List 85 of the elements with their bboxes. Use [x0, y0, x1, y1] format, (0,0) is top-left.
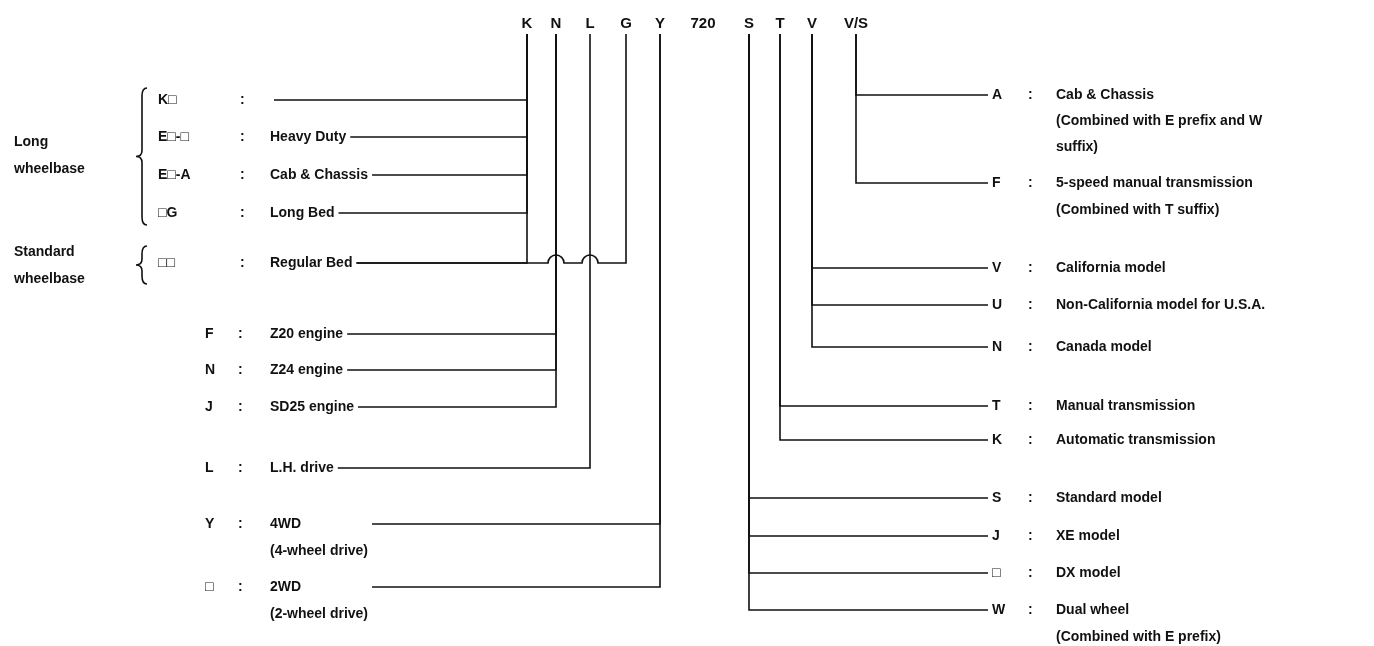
option-description: Z24 engine [270, 360, 344, 379]
colon: : [1028, 85, 1034, 104]
option-description: California model [1056, 258, 1166, 277]
option-code: Y [205, 514, 216, 533]
option-description: Long Bed [270, 203, 335, 222]
option-code: N [992, 337, 1004, 356]
colon: : [238, 458, 244, 477]
group-label: Standard wheelbase [14, 242, 86, 288]
colon: : [1028, 488, 1034, 507]
colon: : [238, 324, 244, 343]
connector-line [337, 33, 591, 469]
colon: : [240, 165, 246, 184]
option-code: L [205, 458, 215, 477]
option-description: Standard model [1056, 488, 1162, 507]
option-code: □□ [158, 253, 176, 272]
colon: : [238, 360, 244, 379]
connector-line [355, 33, 627, 264]
colon: : [1028, 173, 1034, 192]
option-code: F [205, 324, 215, 343]
colon: : [1028, 295, 1034, 314]
colon: : [1028, 526, 1034, 545]
option-description: Cab & Chassis [1056, 85, 1156, 104]
option-description: Cab & Chassis [270, 165, 369, 184]
colon: : [238, 514, 244, 533]
code-letter: L [585, 14, 595, 32]
option-code: N [205, 360, 217, 379]
code-letter: K [521, 14, 533, 32]
option-code: V [992, 258, 1003, 277]
option-description: Dual wheel [1056, 600, 1131, 619]
group-label: Long wheelbase [14, 132, 86, 178]
colon: : [240, 90, 246, 109]
option-description: Automatic transmission [1056, 430, 1216, 449]
colon: : [240, 253, 246, 272]
colon: : [1028, 396, 1034, 415]
option-code: K□ [158, 90, 178, 109]
option-code: T [992, 396, 1002, 415]
code-letter: V [807, 14, 817, 32]
option-description: Non-California model for U.S.A. [1056, 295, 1266, 314]
option-description: 4WD [270, 514, 303, 533]
option-code: □ [992, 563, 1002, 582]
option-code: U [992, 295, 1004, 314]
connector-line [855, 33, 989, 184]
option-note: (Combined with E prefix and W suffix) [1056, 111, 1264, 156]
colon: : [240, 127, 246, 146]
option-note: (4-wheel drive) [270, 541, 369, 560]
option-code: E□-□ [158, 127, 190, 146]
colon: : [240, 203, 246, 222]
code-letter: Y [655, 14, 665, 32]
option-code: W [992, 600, 1007, 619]
option-description: Heavy Duty [270, 127, 347, 146]
colon: : [1028, 337, 1034, 356]
colon: : [1028, 563, 1034, 582]
option-code: □ [205, 577, 215, 596]
option-note: (Combined with T suffix) [1056, 200, 1221, 219]
code-letter: T [775, 14, 785, 32]
option-description: 5-speed manual transmission [1056, 173, 1253, 192]
code-letter: N [550, 14, 562, 32]
option-code: F [992, 173, 1002, 192]
option-code: S [992, 488, 1003, 507]
code-letter: G [620, 14, 632, 32]
colon: : [238, 577, 244, 596]
option-description: SD25 engine [270, 397, 355, 416]
colon: : [1028, 600, 1034, 619]
option-code: □G [158, 203, 179, 222]
option-code: A [992, 85, 1004, 104]
option-description: Z20 engine [270, 324, 344, 343]
model-number: 720 [690, 14, 716, 32]
option-description: Manual transmission [1056, 396, 1196, 415]
option-code: E□-A [158, 165, 192, 184]
option-description: 2WD [270, 577, 303, 596]
code-letter: S [744, 14, 754, 32]
option-note: (2-wheel drive) [270, 604, 369, 623]
option-description: XE model [1056, 526, 1120, 545]
option-code: K [992, 430, 1004, 449]
code-letter: V/S [843, 14, 869, 32]
option-description: Regular Bed [270, 253, 353, 272]
colon: : [238, 397, 244, 416]
option-description: L.H. drive [270, 458, 334, 477]
option-description: DX model [1056, 563, 1121, 582]
option-description: Canada model [1056, 337, 1152, 356]
colon: : [1028, 430, 1034, 449]
option-code: J [992, 526, 1001, 545]
colon: : [1028, 258, 1034, 277]
option-code: J [205, 397, 214, 416]
option-note: (Combined with E prefix) [1056, 627, 1221, 646]
